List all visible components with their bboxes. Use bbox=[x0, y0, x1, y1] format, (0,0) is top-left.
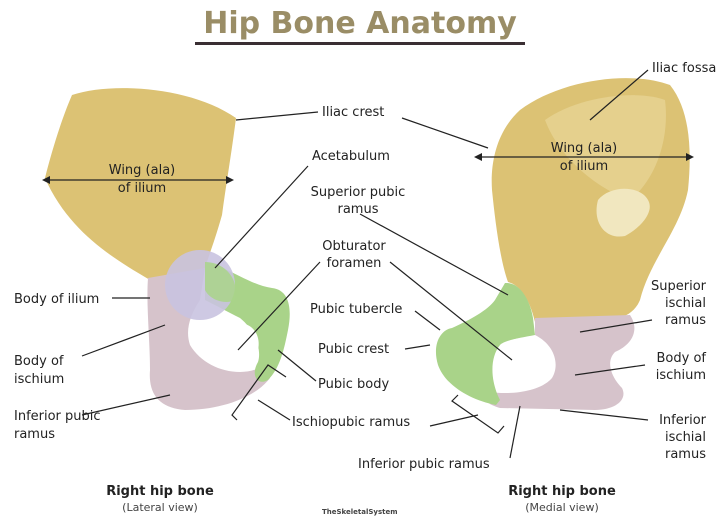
watermark-logo: TheSkeletalSystem bbox=[322, 508, 398, 516]
label-body-of-ilium: Body of ilium bbox=[14, 292, 99, 307]
label-obturator-foramen-2: foramen bbox=[327, 256, 382, 271]
label-iliac-crest: Iliac crest bbox=[322, 105, 384, 120]
label-superior-ischial-ramus-2: ischial bbox=[665, 296, 706, 311]
label-superior-ischial-ramus-3: ramus bbox=[665, 313, 706, 328]
label-superior-pubic-ramus-2: ramus bbox=[338, 202, 379, 217]
label-pubic-crest: Pubic crest bbox=[318, 342, 389, 357]
right-pubis bbox=[435, 282, 535, 405]
right-ischium bbox=[483, 315, 635, 410]
subcaption-right: (Medial view) bbox=[525, 501, 599, 514]
right-hip-bone bbox=[435, 78, 690, 410]
left-hip-bone bbox=[45, 88, 290, 410]
label-body-of-ischium-left-2: ischium bbox=[14, 372, 64, 387]
left-obturator-foramen bbox=[216, 323, 259, 366]
left-acetabulum-pubic-part bbox=[205, 262, 235, 302]
label-superior-ischial-ramus-1: Superior bbox=[651, 279, 707, 294]
label-ischiopubic-ramus: Ischiopubic ramus bbox=[292, 415, 410, 430]
right-auricular-surface bbox=[596, 188, 650, 237]
label-iliac-fossa: Iliac fossa bbox=[652, 61, 716, 76]
label-superior-pubic-ramus-1: Superior pubic bbox=[311, 185, 406, 200]
label-body-of-ischium-right-1: Body of bbox=[657, 351, 707, 366]
label-wing-right-2: of ilium bbox=[560, 159, 608, 174]
label-wing-left-2: of ilium bbox=[118, 181, 166, 196]
label-pubic-tubercle: Pubic tubercle bbox=[310, 302, 402, 317]
label-body-of-ischium-left-1: Body of bbox=[14, 354, 64, 369]
caption-left: Right hip bone bbox=[106, 484, 214, 499]
leader-lines bbox=[42, 69, 694, 459]
label-pubic-body: Pubic body bbox=[318, 377, 389, 392]
subcaption-left: (Lateral view) bbox=[122, 501, 198, 514]
diagram-title: Hip Bone Anatomy bbox=[203, 6, 517, 41]
label-inferior-ischial-ramus-3: ramus bbox=[665, 447, 706, 462]
title-underline bbox=[195, 42, 525, 45]
label-wing-left-1: Wing (ala) bbox=[109, 163, 176, 178]
label-body-of-ischium-right-2: ischium bbox=[656, 368, 706, 383]
label-inferior-ischial-ramus-2: ischial bbox=[665, 430, 706, 445]
caption-right: Right hip bone bbox=[508, 484, 616, 499]
right-iliac-fossa bbox=[545, 95, 666, 200]
label-obturator-foramen-1: Obturator bbox=[322, 239, 386, 254]
label-inferior-pubic-ramus-left-2: ramus bbox=[14, 427, 55, 442]
left-ilium bbox=[45, 88, 236, 280]
label-acetabulum: Acetabulum bbox=[312, 149, 390, 164]
label-wing-right-1: Wing (ala) bbox=[551, 141, 618, 156]
label-inferior-ischial-ramus-1: Inferior bbox=[659, 413, 707, 428]
label-inferior-pubic-ramus-left-1: Inferior pubic bbox=[14, 409, 101, 424]
right-obturator-foramen bbox=[504, 338, 553, 385]
label-inferior-pubic-ramus-right: Inferior pubic ramus bbox=[358, 457, 490, 472]
